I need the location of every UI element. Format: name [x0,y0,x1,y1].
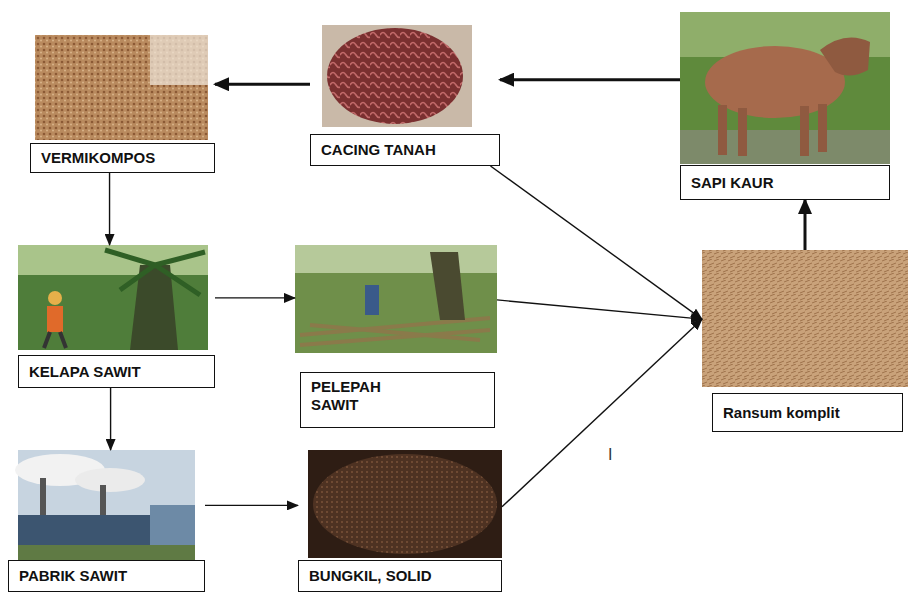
node-label: PELEPAH SAWIT [311,378,421,414]
label-box: CACING TANAH [310,134,500,166]
frond-photo [295,245,497,353]
node-label: PABRIK SAWIT [19,567,127,585]
worker-body [47,306,63,332]
label-box: Ransum komplit [712,393,903,432]
palm-frond-node: PELEPAH SAWIT [295,245,497,428]
worker-legs [44,332,66,348]
flow-arrow [205,505,298,506]
label-box: SAPI KAUR [680,165,890,200]
cow-head [820,38,870,76]
frond-photo-sky [295,245,497,273]
palm-cake-node: BUNGKIL, SOLID [298,450,502,592]
palm-cake-photo [313,454,497,554]
mill-smoke [75,468,145,492]
oil-palm-node: KELAPA SAWIT [18,245,215,388]
node-label: SAPI KAUR [691,174,774,192]
node-label: BUNGKIL, SOLID [309,567,432,585]
frond-stalks [300,318,490,345]
label-box: PABRIK SAWIT [8,560,205,592]
flow-arrow [497,300,702,319]
earthworm-node: CACING TANAH [310,25,500,166]
cattle-node: SAPI KAUR [680,12,890,200]
palm-mill-node: PABRIK SAWIT [8,450,205,592]
label-box: VERMIKOMPOS [30,143,215,173]
cow-leg [738,108,747,156]
worker-head [48,291,62,305]
label-box: KELAPA SAWIT [18,355,215,388]
node-label: CACING TANAH [321,141,436,159]
node-label: KELAPA SAWIT [29,363,141,381]
flow-arrow [500,78,680,81]
flow-arrow [110,388,111,450]
node-label: VERMIKOMPOS [41,149,155,167]
palm-photo [18,245,208,350]
flow-arrow [215,83,310,86]
cow-photo-road [680,130,890,164]
flow-arrow [109,173,110,245]
ration-photo [702,250,908,387]
cow-leg [718,105,727,155]
label-box: BUNGKIL, SOLID [298,560,502,592]
palm-fronds [105,250,205,295]
palm-cake-photo-ground [308,450,502,558]
cow-photo-ground [680,12,890,164]
worm-photo [327,28,463,124]
stray-mark: I [608,446,612,464]
node-label: Ransum komplit [723,404,840,422]
flow-arrow [804,200,807,250]
mill-ground [18,545,195,560]
vermicompost-node: VERMIKOMPOS [30,35,215,173]
frond-trunk [430,252,465,320]
cow-leg [800,106,809,156]
vermicompost-light [150,35,208,85]
vermicompost-photo [35,35,208,140]
flow-arrow [502,319,702,507]
complete-ration-node: Ransum komplit [702,250,908,432]
flow-arrow [491,166,703,319]
label-box: PELEPAH SAWIT [300,372,495,428]
flow-arrow [215,297,295,298]
frond-worker [365,285,379,315]
worm-photo-ground [322,25,472,127]
cow-leg [818,104,827,152]
